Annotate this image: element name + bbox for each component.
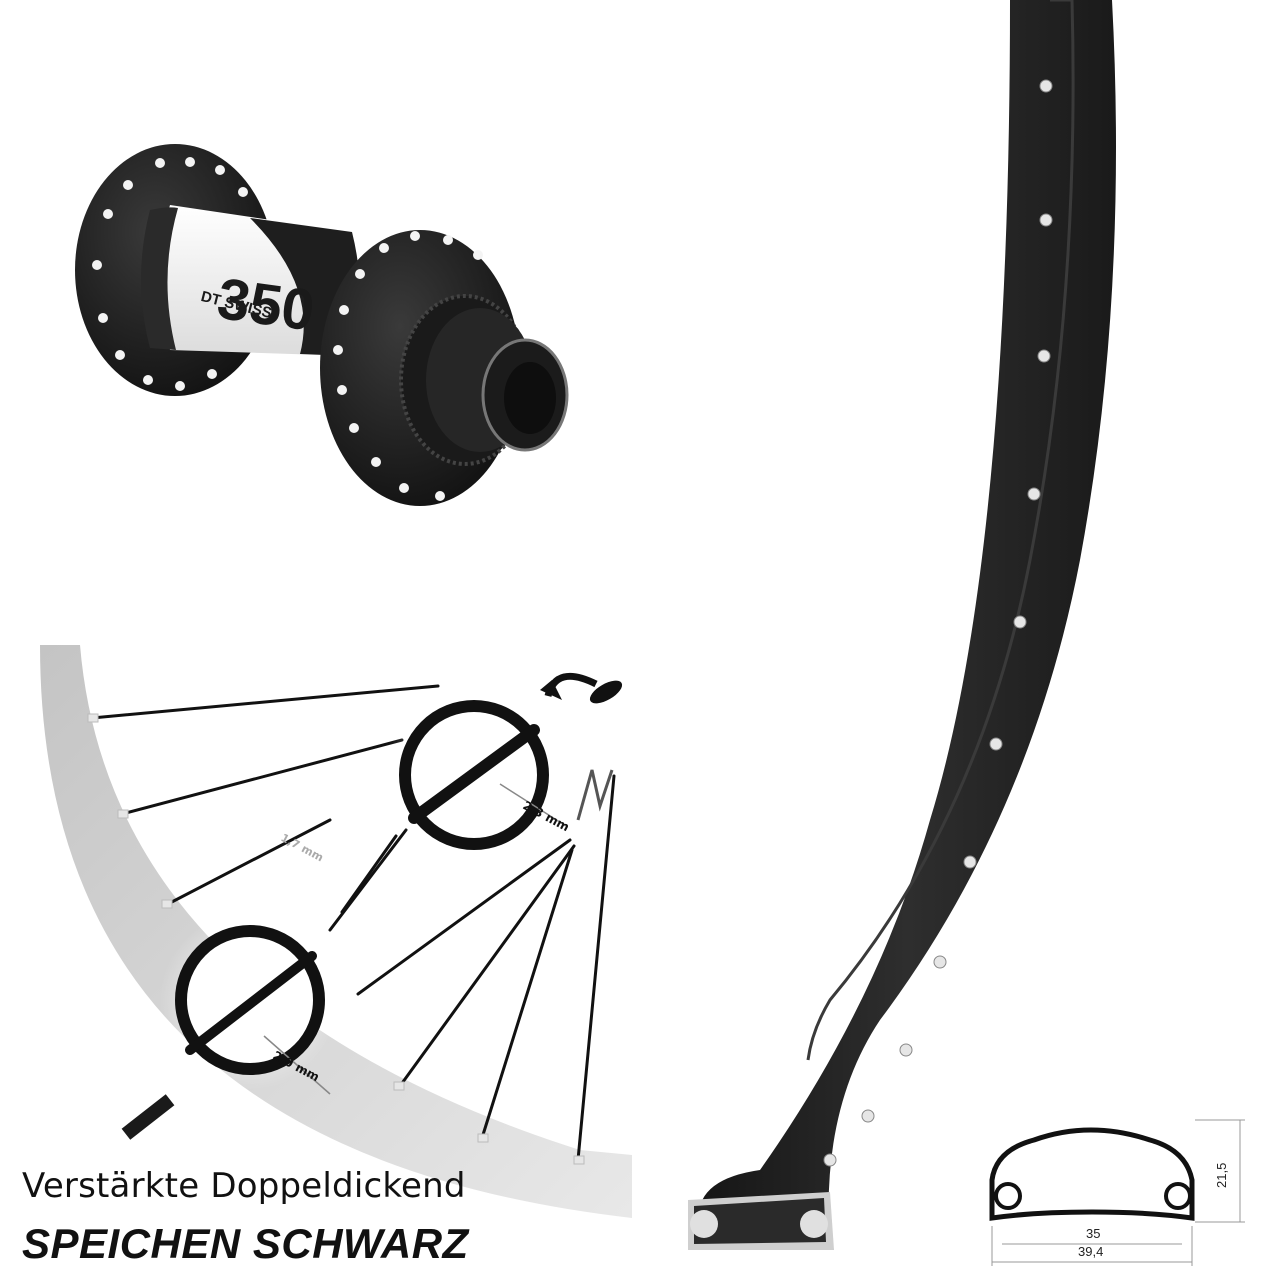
hub: 350 DT SWISS <box>75 144 569 506</box>
rim-profile-height: 21,5 <box>1214 1163 1229 1188</box>
rim-profile-outer-width: 39,4 <box>1078 1244 1103 1259</box>
hub-model-number: 350 <box>213 266 318 344</box>
spokes <box>90 684 616 1162</box>
rim-profile-outline <box>989 1127 1195 1221</box>
magnifier-outer <box>399 700 567 850</box>
caption-reinforced-spokes: Verstärkte Doppeldickend <box>22 1166 466 1206</box>
rim-profile-diagram: 21,5 35 39,4 <box>989 1119 1245 1266</box>
hub-right-flange-holes <box>333 231 483 501</box>
rim-profile-inner-width: 35 <box>1086 1226 1100 1241</box>
caption-spokes-black: SPEICHEN SCHWARZ <box>22 1220 469 1267</box>
rim <box>688 0 1116 1250</box>
valve-arrow-icon <box>540 672 623 704</box>
spoke-thread <box>121 1094 175 1140</box>
rim-arc <box>40 645 632 1218</box>
spoke-graphic: 2,3 mm 1,7 mm 2,0 mm <box>40 645 632 1218</box>
hub-left-flange-holes <box>92 157 248 391</box>
magnifier-inner <box>175 925 331 1095</box>
rim-body <box>698 0 1116 1250</box>
spoke-nipples <box>87 713 585 1165</box>
zigzag-icon <box>576 769 614 821</box>
rim-holes <box>823 79 1053 1167</box>
